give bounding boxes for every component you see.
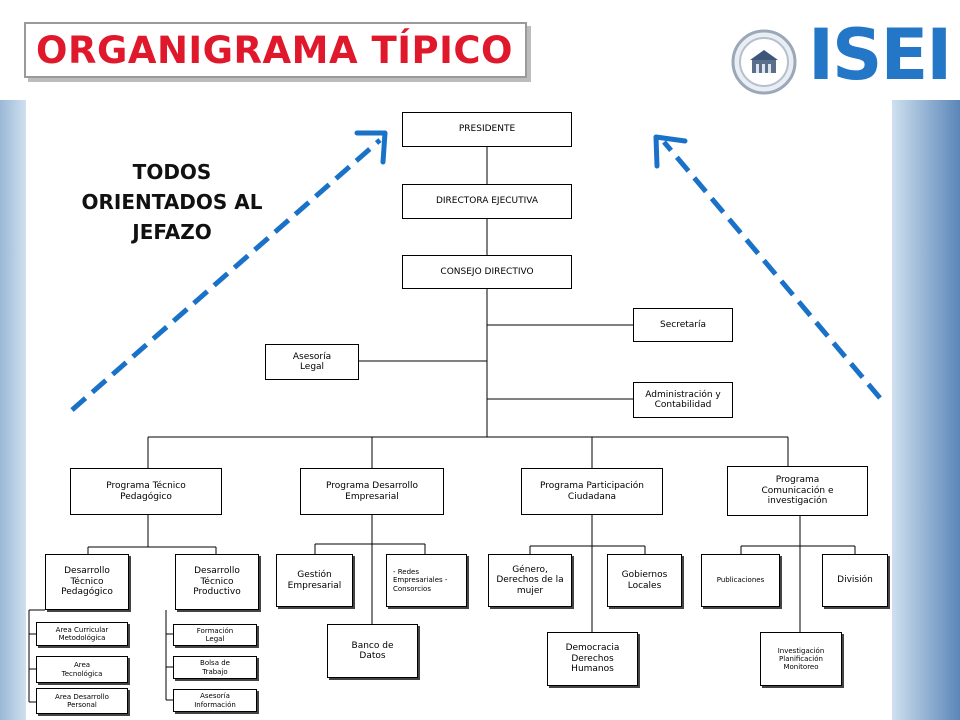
org-box-programa: Programa Técnico Pedagógico [70, 468, 222, 515]
isei-logo [731, 29, 797, 95]
org-box-democracia: Democracia Derechos Humanos [547, 632, 638, 686]
org-box-programa: Programa Desarrollo Empresarial [300, 468, 444, 515]
arrowhead-right [653, 134, 688, 169]
org-box-programa: Programa Comunicación e investigación [727, 466, 868, 516]
org-box-presidente: PRESIDENTE [402, 112, 572, 147]
org-box-area-curricular: Area Curricular Metodológica [36, 622, 128, 646]
arrowhead-left [354, 130, 388, 165]
side-note: TODOS ORIENTADOS AL JEFAZO [62, 157, 282, 247]
org-box-area-tecnologica: Area Tecnológica [36, 656, 128, 683]
seal-icon [731, 29, 797, 95]
org-box-genero: Género, Derechos de la mujer [488, 554, 572, 607]
org-box-secretaria: Secretaría [633, 308, 733, 342]
org-box-banco-datos: Banco de Datos [327, 624, 418, 678]
org-box-consejo: CONSEJO DIRECTIVO [402, 255, 572, 289]
side-note-line: ORIENTADOS AL [81, 190, 263, 214]
org-box-gestion: Gestión Empresarial [276, 554, 353, 607]
org-box-directora: DIRECTORA EJECUTIVA [402, 184, 572, 219]
org-box-dtprod: Desarrollo Técnico Productivo [175, 554, 259, 610]
org-box-gobiernos: Gobiernos Locales [607, 554, 682, 607]
org-box-division: División [822, 554, 888, 607]
org-box-bolsa-trabajo: Bolsa de Trabajo [173, 656, 257, 679]
title-box: ORGANIGRAMA TÍPICO [24, 22, 527, 78]
org-box-administracion: Administración y Contabilidad [633, 382, 733, 418]
org-box-asesoria-informacion: Asesoría Información [173, 689, 257, 712]
side-note-line: JEFAZO [132, 220, 212, 244]
org-box-dtp: Desarrollo Técnico Pedagógico [45, 554, 129, 610]
org-box-investigacion: Investigación Planificación Monitoreo [760, 632, 842, 686]
logo-text: ISEI [808, 14, 952, 96]
dashed-arrow-icon [662, 140, 882, 400]
org-box-programa: Programa Participación Ciudadana [521, 468, 663, 515]
org-box-asesoria-legal: Asesoría Legal [265, 344, 359, 380]
org-box-publicaciones: Publicaciones [701, 554, 780, 607]
org-box-formacion-legal: Formación Legal [173, 624, 257, 646]
org-box-redes: - Redes Empresariales - Consorcios [386, 554, 467, 607]
dashed-arrow-icon [70, 138, 382, 412]
org-box-area-personal: Area Desarrollo Personal [36, 688, 128, 714]
page-title: ORGANIGRAMA TÍPICO [36, 28, 514, 72]
side-note-line: TODOS [132, 160, 212, 184]
